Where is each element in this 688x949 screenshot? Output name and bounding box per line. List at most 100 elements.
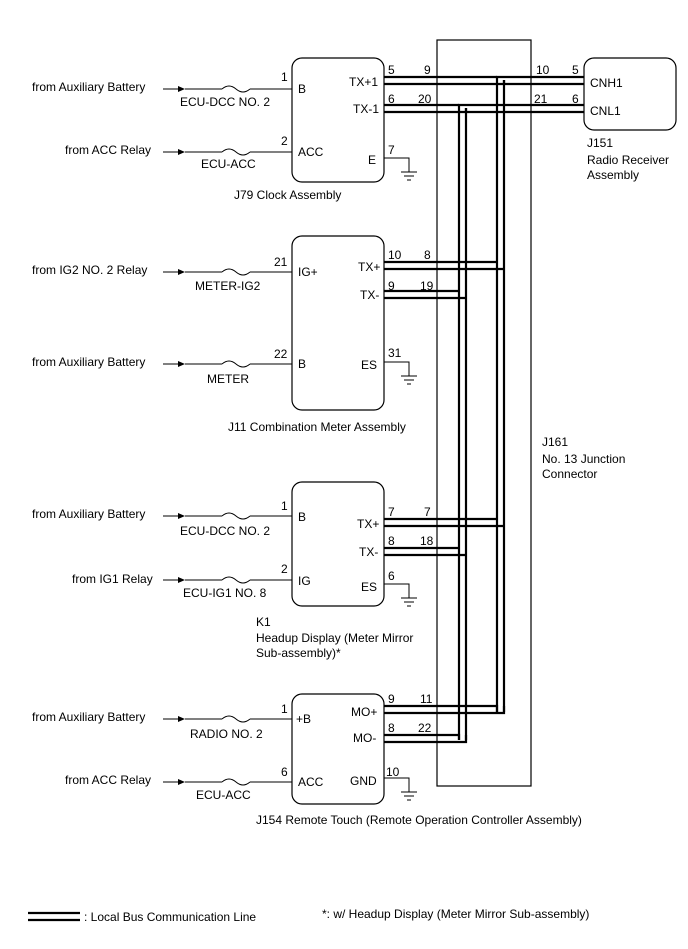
headup-input2-fuse: ECU-IG1 NO. 8 (183, 586, 267, 600)
meter-input1-source: from IG2 NO. 2 Relay (32, 263, 147, 277)
clock-ground-icon (384, 157, 417, 181)
clock-output-e-pin: 7 (388, 143, 395, 157)
headup-input2-terminal: IG (298, 574, 311, 588)
radio-name-line1: Radio Receiver (587, 153, 669, 167)
remote-ground-icon (384, 777, 417, 801)
meter-input1-fuse: METER-IG2 (195, 279, 261, 293)
clock-output-txp-terminal: TX+1 (349, 75, 378, 89)
headup-output-txp-pin: 7 (388, 505, 395, 519)
headup-output-txm-terminal: TX- (359, 545, 378, 559)
clock-input1-wire (163, 85, 292, 93)
clock-input1-terminal: B (298, 82, 306, 96)
clock-output-e-terminal: E (368, 153, 376, 167)
headup-output-es-pin: 6 (388, 569, 395, 583)
headup-output-es-terminal: ES (361, 580, 377, 594)
meter-ground-icon (384, 361, 417, 385)
junction-pin-18: 18 (420, 534, 434, 548)
remote-output-mom-terminal: MO- (353, 731, 376, 745)
meter-label: J11 Combination Meter Assembly (228, 420, 406, 434)
headup-input1-pin: 1 (281, 499, 288, 513)
headup-input2-pin: 2 (281, 562, 288, 576)
junction-pin-22: 22 (418, 721, 432, 735)
junction-pin-19: 19 (420, 279, 434, 293)
headup-bus-lines (384, 517, 504, 557)
remote-input1-fuse: RADIO NO. 2 (190, 727, 263, 741)
headup-id: K1 (256, 615, 271, 629)
meter-output-es-pin: 31 (388, 346, 402, 360)
meter-assembly-box (291, 235, 385, 411)
remote-output-mop-pin: 9 (388, 692, 395, 706)
clock-output-txm-terminal: TX-1 (353, 102, 379, 116)
remote-input2-wire (163, 778, 292, 786)
junction-id: J161 (542, 435, 568, 449)
remote-input2-source: from ACC Relay (65, 773, 151, 787)
radio-pin-cnh1-terminal: CNH1 (590, 76, 623, 90)
junction-connector-j161 (436, 39, 532, 787)
headup-input1-fuse: ECU-DCC NO. 2 (180, 524, 270, 538)
meter-output-es-terminal: ES (361, 358, 377, 372)
meter-input1-wire (163, 268, 292, 276)
meter-input2-terminal: B (298, 357, 306, 371)
meter-input2-fuse: METER (207, 372, 249, 386)
radio-pin-cnh1-number: 5 (572, 63, 579, 77)
headup-name-line2: Sub-assembly)* (256, 646, 341, 660)
headup-ground-icon (384, 583, 417, 607)
meter-input2-wire (163, 360, 292, 368)
clock-input2-terminal: ACC (298, 145, 324, 159)
clock-input2-source: from ACC Relay (65, 143, 151, 157)
headup-input2-source: from IG1 Relay (72, 572, 153, 586)
clock-input2-wire (163, 148, 292, 156)
meter-output-txp-terminal: TX+ (358, 260, 380, 274)
headup-output-txp-terminal: TX+ (357, 517, 379, 531)
remote-touch-box (291, 693, 385, 805)
clock-input1-source: from Auxiliary Battery (32, 80, 145, 94)
remote-input2-terminal: ACC (298, 775, 324, 789)
remote-input2-pin: 6 (281, 765, 288, 779)
meter-output-txp-pin: 10 (388, 248, 402, 262)
clock-bus-lines (384, 75, 504, 114)
headup-input1-source: from Auxiliary Battery (32, 507, 145, 521)
headup-name-line1: Headup Display (Meter Mirror (256, 631, 413, 645)
legend-footnote: *: w/ Headup Display (Meter Mirror Sub-a… (322, 907, 589, 921)
meter-output-txm-terminal: TX- (360, 288, 379, 302)
radio-receiver-box (583, 57, 677, 131)
radio-pin-cnl1-number: 6 (572, 92, 579, 106)
radio-name-line2: Assembly (587, 168, 639, 182)
headup-output-txm-pin: 8 (388, 534, 395, 548)
junction-pin-20: 20 (418, 92, 432, 106)
junction-pin-7: 7 (424, 505, 431, 519)
bus-trunk-h (495, 80, 506, 712)
remote-input1-source: from Auxiliary Battery (32, 710, 145, 724)
junction-name-line2: Connector (542, 467, 597, 481)
remote-output-gnd-terminal: GND (350, 774, 377, 788)
remote-label: J154 Remote Touch (Remote Operation Cont… (256, 813, 582, 827)
meter-input2-source: from Auxiliary Battery (32, 355, 145, 369)
radio-pin-cnl1-terminal: CNL1 (590, 104, 621, 118)
headup-display-box (291, 481, 385, 607)
junction-pin-10: 10 (536, 63, 550, 77)
junction-pin-9: 9 (424, 63, 431, 77)
remote-bus-lines (384, 704, 506, 744)
clock-assembly-box (291, 57, 385, 183)
radio-id: J151 (587, 136, 613, 150)
remote-output-mom-pin: 8 (388, 721, 395, 735)
meter-output-txm-pin: 9 (388, 279, 395, 293)
meter-input1-pin: 21 (274, 255, 288, 269)
junction-pin-21: 21 (534, 92, 548, 106)
bus-trunk-l (457, 108, 468, 740)
meter-input1-terminal: IG+ (298, 265, 318, 279)
clock-input2-fuse: ECU-ACC (201, 157, 256, 171)
remote-output-gnd-pin: 10 (386, 765, 400, 779)
junction-pin-8: 8 (424, 248, 431, 262)
clock-input2-pin: 2 (281, 134, 288, 148)
clock-label: J79 Clock Assembly (234, 188, 341, 202)
junction-pin-11: 11 (420, 692, 433, 706)
clock-input1-pin: 1 (281, 70, 288, 84)
remote-input1-wire (163, 715, 292, 723)
remote-input2-fuse: ECU-ACC (196, 788, 251, 802)
headup-input1-terminal: B (298, 510, 306, 524)
clock-input1-fuse: ECU-DCC NO. 2 (180, 95, 270, 109)
meter-bus-lines (384, 260, 504, 300)
remote-input1-pin: 1 (281, 702, 288, 716)
